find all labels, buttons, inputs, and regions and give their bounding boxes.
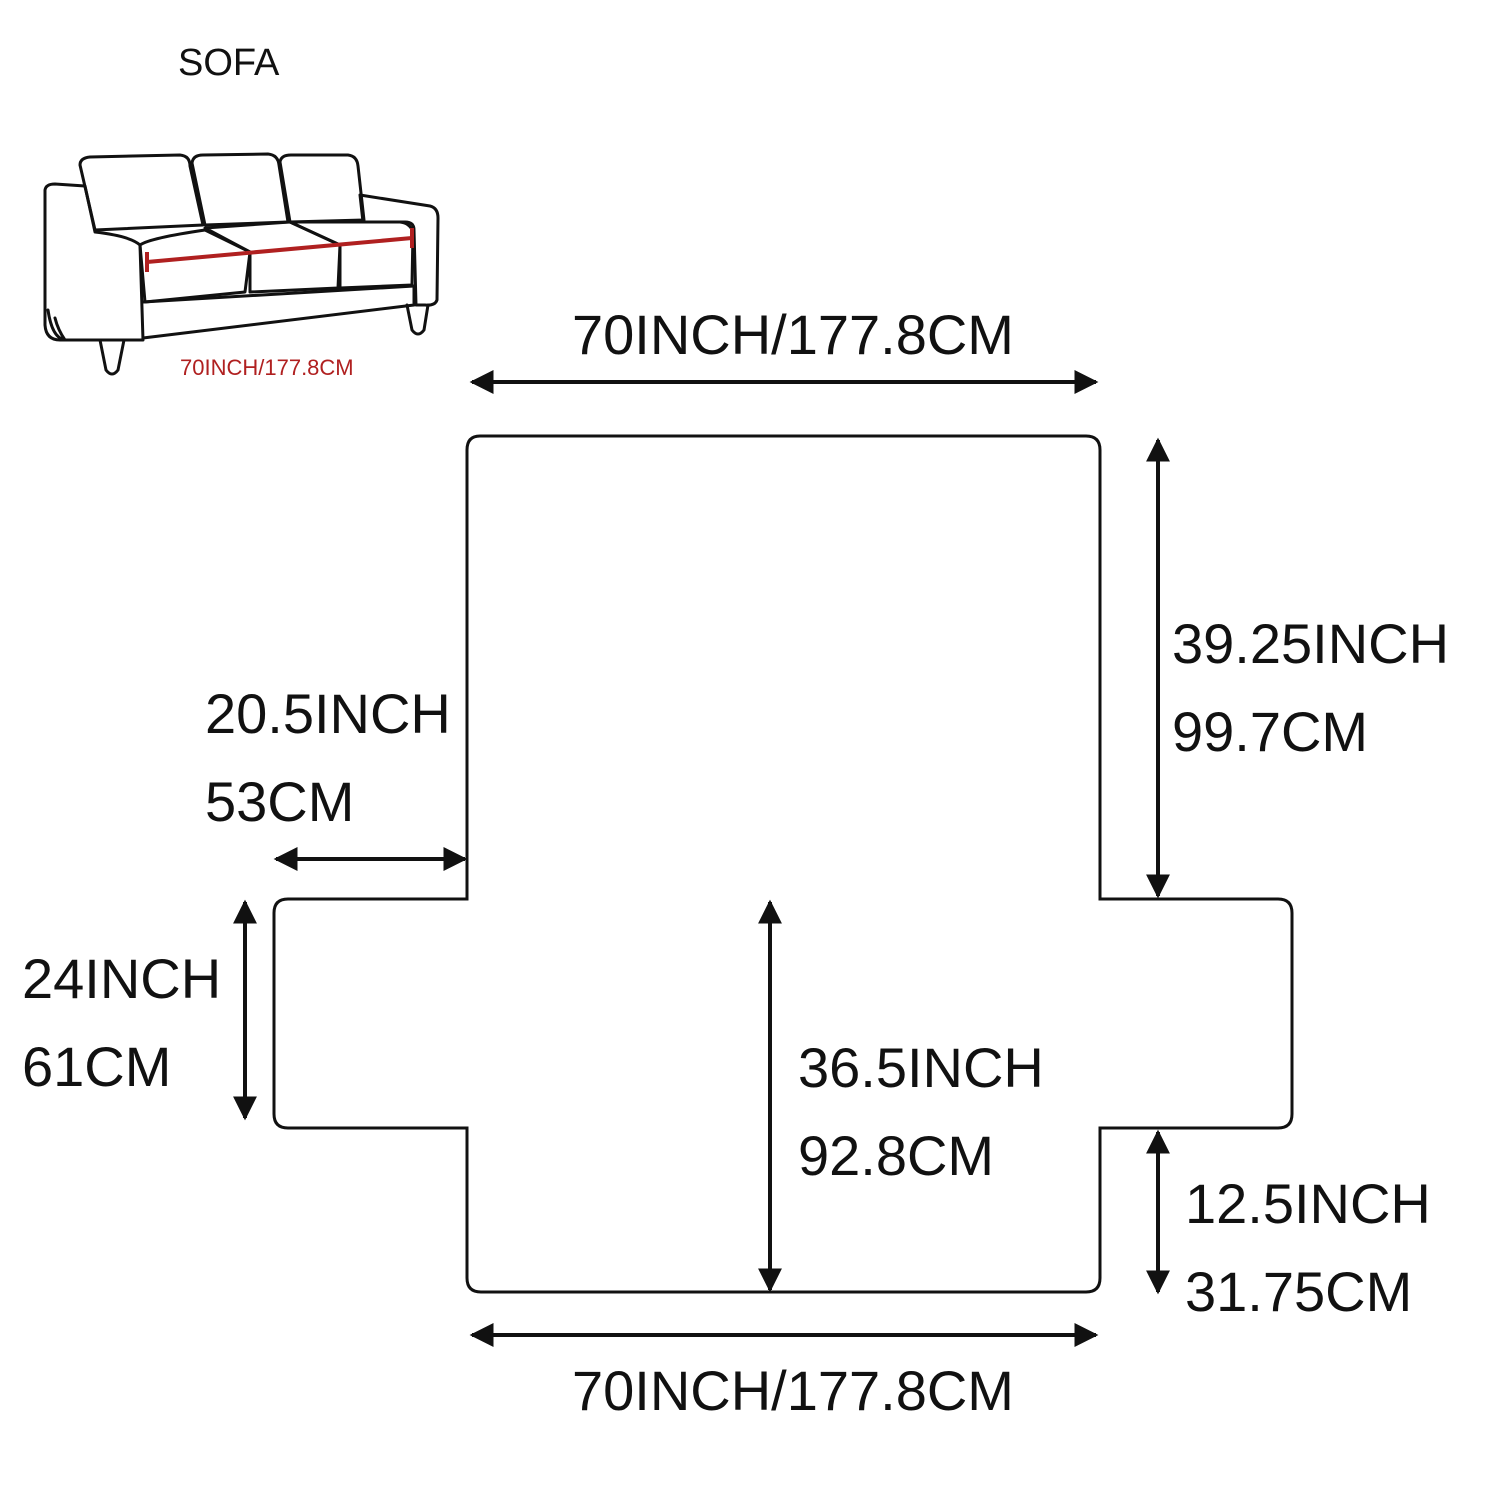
sofa-title: SOFA [178, 42, 280, 84]
sofa-icon [43, 152, 440, 376]
cover-outline [272, 434, 1294, 1294]
center-seat-inch-label: 36.5INCH [798, 1036, 1044, 1099]
sofa-measure-line [145, 228, 414, 272]
left-flap-cm-label: 53CM [205, 770, 354, 833]
right-back-cm-label: 99.7CM [1172, 700, 1368, 763]
bottom-skirt-cm-label: 31.75CM [1185, 1260, 1412, 1323]
right-back-inch-label: 39.25INCH [1172, 612, 1449, 675]
bottom-skirt-inch-label: 12.5INCH [1185, 1172, 1431, 1235]
arm-height-inch-label: 24INCH [22, 947, 221, 1010]
sofa-width-label: 70INCH/177.8CM [180, 355, 354, 380]
center-seat-cm-label: 92.8CM [798, 1124, 994, 1187]
arm-height-cm-label: 61CM [22, 1035, 171, 1098]
top-width-label: 70INCH/177.8CM [572, 303, 1014, 366]
bottom-width-label: 70INCH/177.8CM [572, 1359, 1014, 1422]
left-flap-inch-label: 20.5INCH [205, 682, 451, 745]
